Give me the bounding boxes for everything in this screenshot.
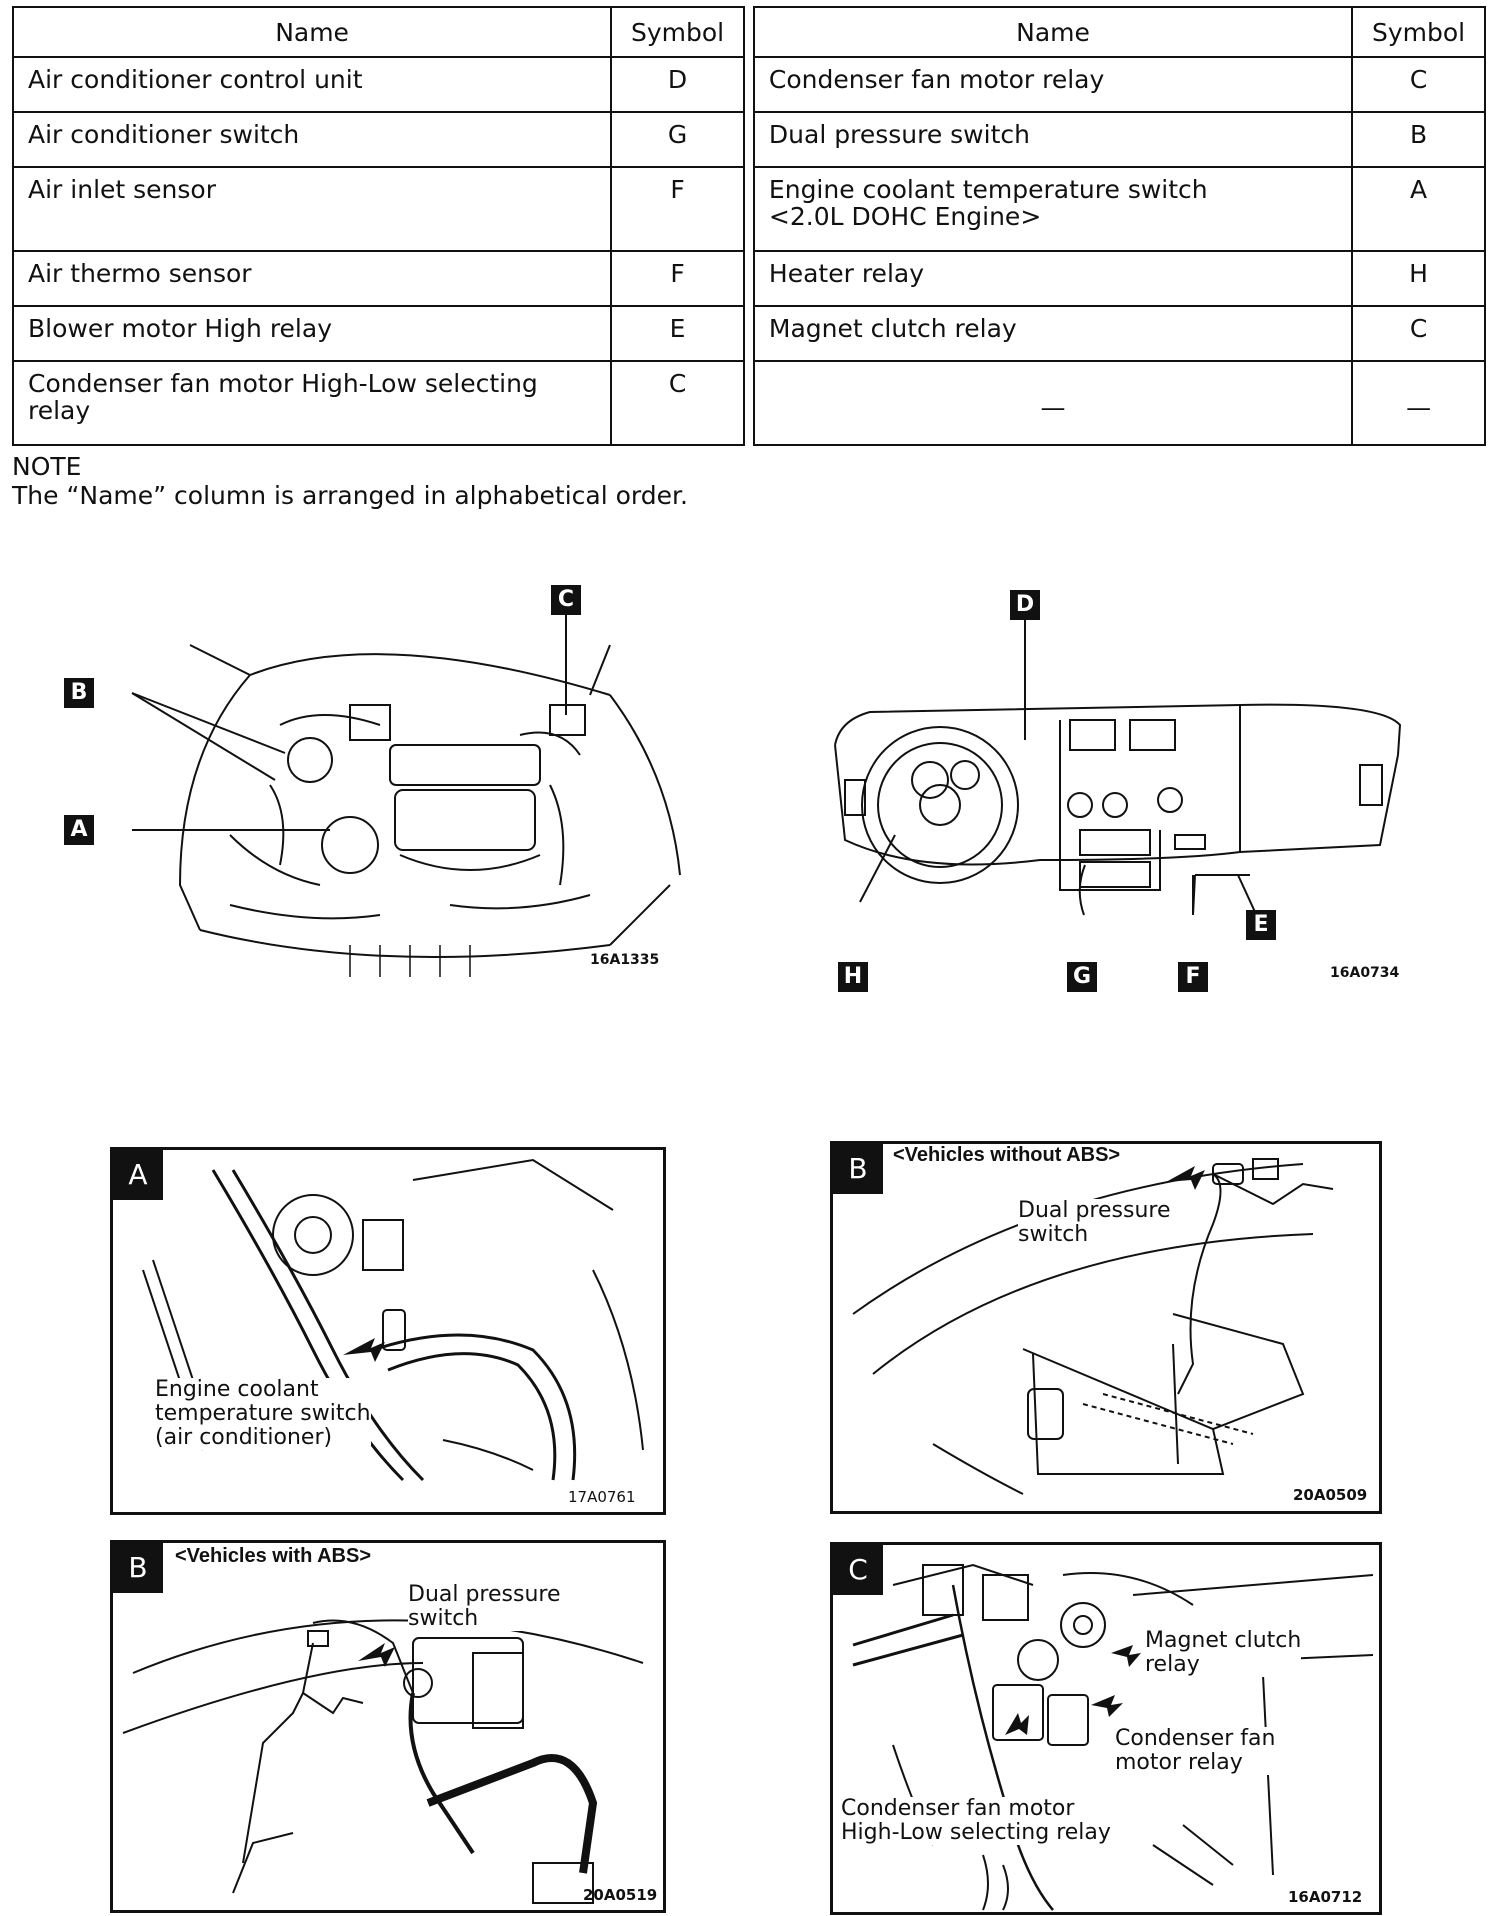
table-row: Air conditioner control unit D Condenser… (11, 56, 1486, 113)
caption-line: High-Low selecting relay (841, 1820, 1111, 1845)
panel-code: 16A0712 (1288, 1888, 1363, 1906)
table-row: Air inlet sensor F Engine coolant temper… (11, 166, 1486, 252)
panel-header: <Vehicles with ABS> (175, 1545, 372, 1567)
condenser-fan-motor-relay-label: Condenser fan motor relay (1115, 1726, 1276, 1775)
panel-code: 17A0761 (568, 1488, 636, 1506)
arrow-icon (1111, 1645, 1141, 1667)
engine-compartment-drawing (131, 615, 681, 977)
detail-panel-a: A Engine coolant temperature switch (air… (110, 1147, 666, 1515)
detail-panel-b-without-abs: B <Vehicles without ABS> Dual pressure s… (830, 1141, 1382, 1514)
callout-a: A (64, 815, 94, 845)
arrow-icon (1091, 1695, 1123, 1717)
panel-code: 20A0519 (583, 1886, 658, 1904)
arrow-icon (343, 1338, 385, 1362)
figure-code: 16A1335 (590, 952, 660, 968)
table-row: Air thermo sensor F Heater relay H (11, 250, 1486, 307)
header-name-left: Name (11, 6, 613, 58)
callout-h: H (838, 962, 868, 992)
caption-line: Dual pressure (1018, 1198, 1171, 1223)
header-name-right: Name (752, 6, 1354, 58)
panel-tag: B (833, 1144, 883, 1194)
caption-line: relay (1145, 1652, 1200, 1677)
component-name: Air inlet sensor (11, 166, 613, 252)
component-symbol: A (1351, 166, 1486, 252)
engine-coolant-switch-drawing (142, 1158, 644, 1482)
component-name: Air conditioner switch (11, 111, 613, 168)
component-name-qualifier: <2.0L DOHC Engine> (768, 202, 1042, 231)
component-symbol: C (1351, 56, 1486, 113)
header-symbol-left: Symbol (610, 6, 745, 58)
header-symbol-right: Symbol (1351, 6, 1486, 58)
caption-line: Condenser fan (1115, 1726, 1276, 1751)
panel-caption: Dual pressure switch (408, 1583, 561, 1631)
panel-tag: B (113, 1543, 163, 1593)
component-name: Condenser fan motor High-Low selecting r… (11, 360, 613, 446)
component-symbol: B (1351, 111, 1486, 168)
note-block: NOTE The “Name” column is arranged in al… (12, 452, 688, 510)
component-name: Heater relay (752, 250, 1354, 307)
dual-pressure-switch-abs-drawing (122, 1619, 644, 1904)
magnet-clutch-relay-label: Magnet clutch relay (1145, 1628, 1302, 1677)
panel-tag: C (833, 1545, 883, 1595)
callout-d: D (1010, 590, 1040, 620)
component-symbol: F (610, 250, 745, 307)
note-text: The “Name” column is arranged in alphabe… (12, 481, 688, 510)
figure-code: 16A0734 (1330, 965, 1400, 981)
arrow-icon (358, 1643, 395, 1667)
component-name-line: Engine coolant temperature switch (768, 175, 1208, 204)
panel-caption: Engine coolant temperature switch (air c… (155, 1378, 371, 1450)
caption-line: (air conditioner) (155, 1425, 333, 1450)
dashboard-figure: D E H G F 16A0734 (820, 590, 1420, 1005)
component-symbol: C (610, 360, 745, 446)
component-symbol: — (1351, 360, 1486, 446)
callout-g: G (1067, 962, 1097, 992)
panel-header: <Vehicles without ABS> (893, 1144, 1121, 1166)
component-name: Air thermo sensor (11, 250, 613, 307)
panel-caption: Dual pressure switch (1018, 1199, 1171, 1247)
caption-line: motor relay (1115, 1750, 1243, 1775)
table-row: Air conditioner switch G Dual pressure s… (11, 111, 1486, 168)
component-name: Air conditioner control unit (11, 56, 613, 113)
note-title: NOTE (12, 452, 82, 481)
caption-line: Dual pressure (408, 1582, 561, 1607)
high-low-relay-label: Condenser fan motor High-Low selecting r… (841, 1797, 1111, 1845)
component-name: Dual pressure switch (752, 111, 1354, 168)
caption-line: Condenser fan motor (841, 1796, 1075, 1821)
component-symbol: E (610, 305, 745, 362)
detail-panel-c: C Magnet clutch relay Condenser fan moto… (830, 1542, 1382, 1915)
component-symbol: D (610, 56, 745, 113)
component-symbol: F (610, 166, 745, 252)
callout-e: E (1246, 910, 1276, 940)
caption-line: temperature switch (155, 1401, 371, 1426)
caption-line: switch (1018, 1222, 1089, 1247)
panel-tag: A (113, 1150, 163, 1200)
detail-panel-b-with-abs: B <Vehicles with ABS> Dual pressure swit… (110, 1540, 666, 1913)
component-name: Blower motor High relay (11, 305, 613, 362)
caption-line: Engine coolant (155, 1377, 319, 1402)
component-name: Magnet clutch relay (752, 305, 1354, 362)
caption-line: switch (408, 1606, 479, 1631)
panel-code: 20A0509 (1293, 1486, 1368, 1504)
callout-b: B (64, 678, 94, 708)
arrow-icon (1005, 1713, 1029, 1735)
component-location-table: Name Symbol Name Symbol Air conditioner … (11, 6, 1486, 446)
component-name: Engine coolant temperature switch<2.0L D… (752, 166, 1354, 252)
caption-line: Magnet clutch (1145, 1628, 1302, 1653)
component-name: — (752, 360, 1354, 446)
component-symbol: G (610, 111, 745, 168)
engine-compartment-figure: B A C 16A1335 (50, 585, 700, 990)
relay-box-drawing (852, 1563, 1374, 1911)
component-symbol: C (1351, 305, 1486, 362)
table-row: Blower motor High relay E Magnet clutch … (11, 305, 1486, 362)
arrow-icon (1166, 1166, 1205, 1190)
component-name: Condenser fan motor relay (752, 56, 1354, 113)
callout-f: F (1178, 962, 1208, 992)
dashboard-drawing (834, 615, 1402, 926)
callout-c: C (551, 585, 581, 615)
table-row: Condenser fan motor High-Low selecting r… (11, 360, 1486, 446)
component-symbol: H (1351, 250, 1486, 307)
